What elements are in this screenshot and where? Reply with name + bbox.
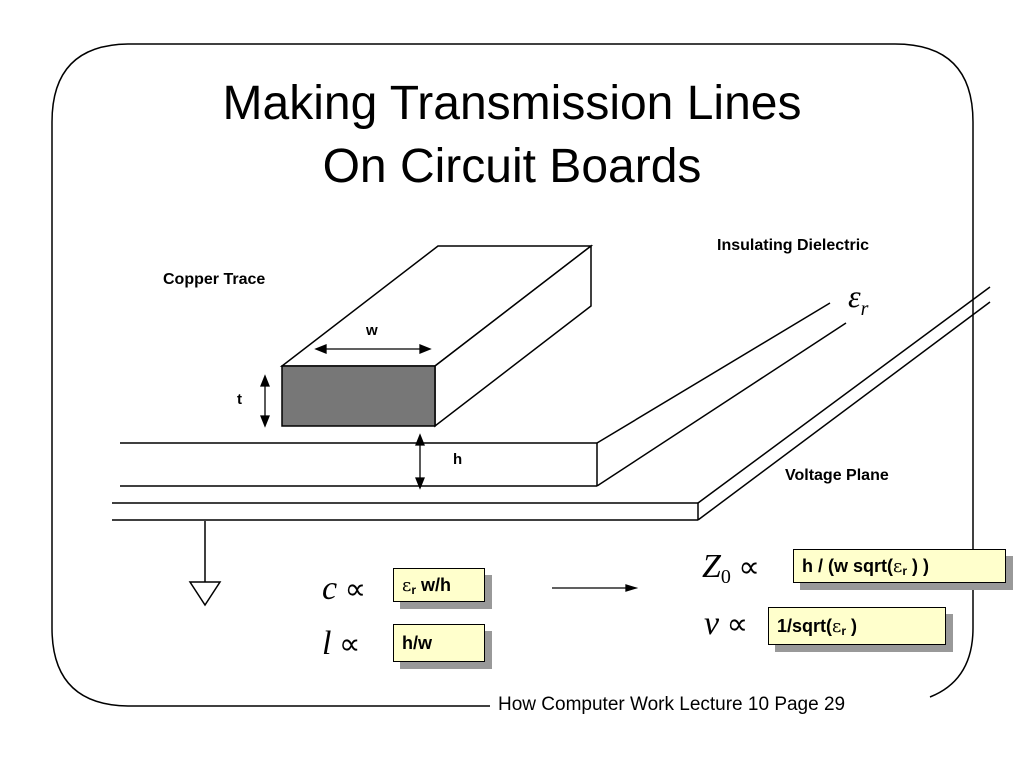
proportional-symbol: ∝ bbox=[726, 608, 749, 641]
epsilon-subscript: r bbox=[902, 564, 907, 578]
v-formula-lhs: v ∝ bbox=[704, 605, 748, 643]
c-formula-box: εr w/h bbox=[393, 568, 485, 602]
page-title-line-2: On Circuit Boards bbox=[322, 140, 702, 193]
c-formula-lhs: c ∝ bbox=[322, 570, 366, 608]
l-formula-box: h/w bbox=[393, 624, 485, 662]
z0-formula-suffix: ) ) bbox=[907, 556, 929, 576]
dielectric-label: Insulating Dielectric bbox=[717, 237, 870, 254]
slide-footer: How Computer Work Lecture 10 Page 29 bbox=[498, 694, 846, 715]
copper-trace-label: Copper Trace bbox=[163, 271, 266, 288]
z-symbol: Z bbox=[702, 548, 721, 585]
epsilon-subscript: r bbox=[841, 624, 847, 638]
h-label: h bbox=[453, 451, 463, 468]
z0-formula-box: h / (w sqrt(εr ) ) bbox=[793, 549, 1006, 583]
c-symbol: c bbox=[322, 570, 338, 607]
epsilon-r-symbol: εr bbox=[848, 278, 868, 321]
proportional-symbol: ∝ bbox=[344, 573, 367, 606]
voltage-plane-label: Voltage Plane bbox=[785, 467, 889, 484]
slide-border bbox=[51, 43, 974, 707]
voltage-plane bbox=[112, 286, 991, 521]
copper-trace bbox=[279, 244, 594, 428]
implies-arrow bbox=[552, 584, 639, 592]
ground-symbol bbox=[188, 521, 222, 607]
t-dimension-arrow bbox=[260, 374, 270, 428]
z0-formula-lhs: Z0 ∝ bbox=[702, 548, 760, 589]
epsilon-symbol: ε bbox=[402, 575, 412, 596]
h-dimension-arrow bbox=[415, 433, 425, 490]
dielectric-layer bbox=[120, 302, 847, 487]
epsilon-subscript: r bbox=[411, 583, 416, 597]
l-symbol: l bbox=[322, 625, 332, 662]
epsilon-symbol: ε bbox=[893, 556, 903, 577]
v-formula-suffix: ) bbox=[846, 616, 858, 636]
z-subscript: 0 bbox=[720, 566, 731, 588]
z0-formula-prefix: h / (w sqrt( bbox=[802, 556, 893, 576]
t-label: t bbox=[237, 391, 242, 408]
c-formula-rest: w/h bbox=[416, 575, 451, 595]
epsilon-symbol: ε bbox=[848, 278, 861, 314]
proportional-symbol: ∝ bbox=[338, 628, 361, 661]
proportional-symbol: ∝ bbox=[738, 551, 760, 584]
v-symbol: v bbox=[704, 605, 720, 642]
w-label: w bbox=[366, 322, 378, 339]
v-formula-prefix: 1/sqrt( bbox=[777, 616, 833, 636]
l-formula-lhs: l ∝ bbox=[322, 625, 360, 663]
epsilon-symbol: ε bbox=[832, 616, 842, 637]
page-title-line-1: Making Transmission Lines bbox=[222, 77, 802, 130]
epsilon-subscript: r bbox=[860, 298, 869, 320]
w-dimension-arrow bbox=[314, 344, 432, 354]
v-formula-box: 1/sqrt(εr ) bbox=[768, 607, 946, 645]
